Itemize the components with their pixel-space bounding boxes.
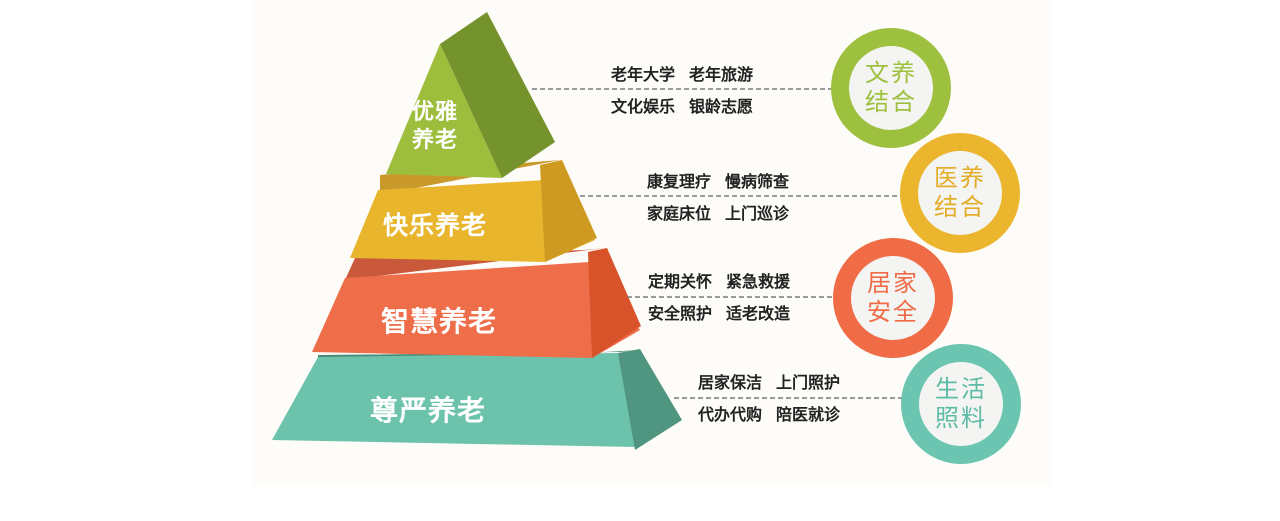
- service-item: 老年旅游: [689, 65, 754, 84]
- service-item: 上门照护: [776, 373, 841, 392]
- service-item: 定期关怀: [648, 272, 713, 291]
- tier-label-third: 智慧养老: [381, 305, 498, 338]
- service-item: 适老改造: [726, 304, 791, 323]
- service-item: 康复理疗: [647, 172, 712, 191]
- pyramid-tier-top: [386, 12, 555, 178]
- services-base: 居家保洁上门照护 代办代购陪医就诊: [698, 369, 854, 429]
- circle-text-line2: 结合: [934, 193, 986, 221]
- category-circle-second: 医养 结合: [900, 133, 1020, 253]
- category-circle-base: 生活 照料: [901, 344, 1021, 464]
- tier-label-top: 优雅 养老: [412, 99, 458, 155]
- services-second: 康复理疗慢病筛查 家庭床位上门巡诊: [647, 168, 803, 228]
- service-item: 安全照护: [648, 304, 713, 323]
- circle-text-line1: 医养: [934, 164, 986, 192]
- circle-text-line1: 居家: [867, 269, 919, 297]
- tier-label-second: 快乐养老: [383, 211, 488, 240]
- service-item: 文化娱乐: [611, 97, 676, 116]
- service-item: 居家保洁: [698, 373, 763, 392]
- service-item: 家庭床位: [647, 204, 712, 223]
- category-circle-top: 文养 结合: [831, 28, 951, 148]
- tier-label-base: 尊严养老: [370, 394, 487, 427]
- service-item: 代办代购: [698, 405, 763, 424]
- circle-text-line2: 安全: [867, 298, 919, 326]
- services-top: 老年大学老年旅游 文化娱乐银龄志愿: [611, 61, 767, 121]
- circle-text-line1: 生活: [935, 375, 987, 403]
- tier-label-top-line1: 优雅: [412, 100, 459, 125]
- circle-text-line2: 照料: [935, 404, 987, 432]
- services-third: 定期关怀紧急救援 安全照护适老改造: [648, 268, 804, 328]
- service-item: 紧急救援: [726, 272, 791, 291]
- circle-text-line1: 文养: [865, 59, 917, 87]
- pyramid-tier-base: [272, 349, 682, 450]
- service-item: 老年大学: [611, 65, 676, 84]
- tier-label-top-line2: 养老: [412, 128, 459, 153]
- service-item: 上门巡诊: [725, 204, 790, 223]
- category-circle-third: 居家 安全: [833, 238, 953, 358]
- circle-text-line2: 结合: [865, 88, 917, 116]
- service-item: 银龄志愿: [689, 97, 754, 116]
- service-item: 慢病筛查: [725, 172, 790, 191]
- connector-lines: [532, 88, 905, 399]
- service-item: 陪医就诊: [776, 405, 841, 424]
